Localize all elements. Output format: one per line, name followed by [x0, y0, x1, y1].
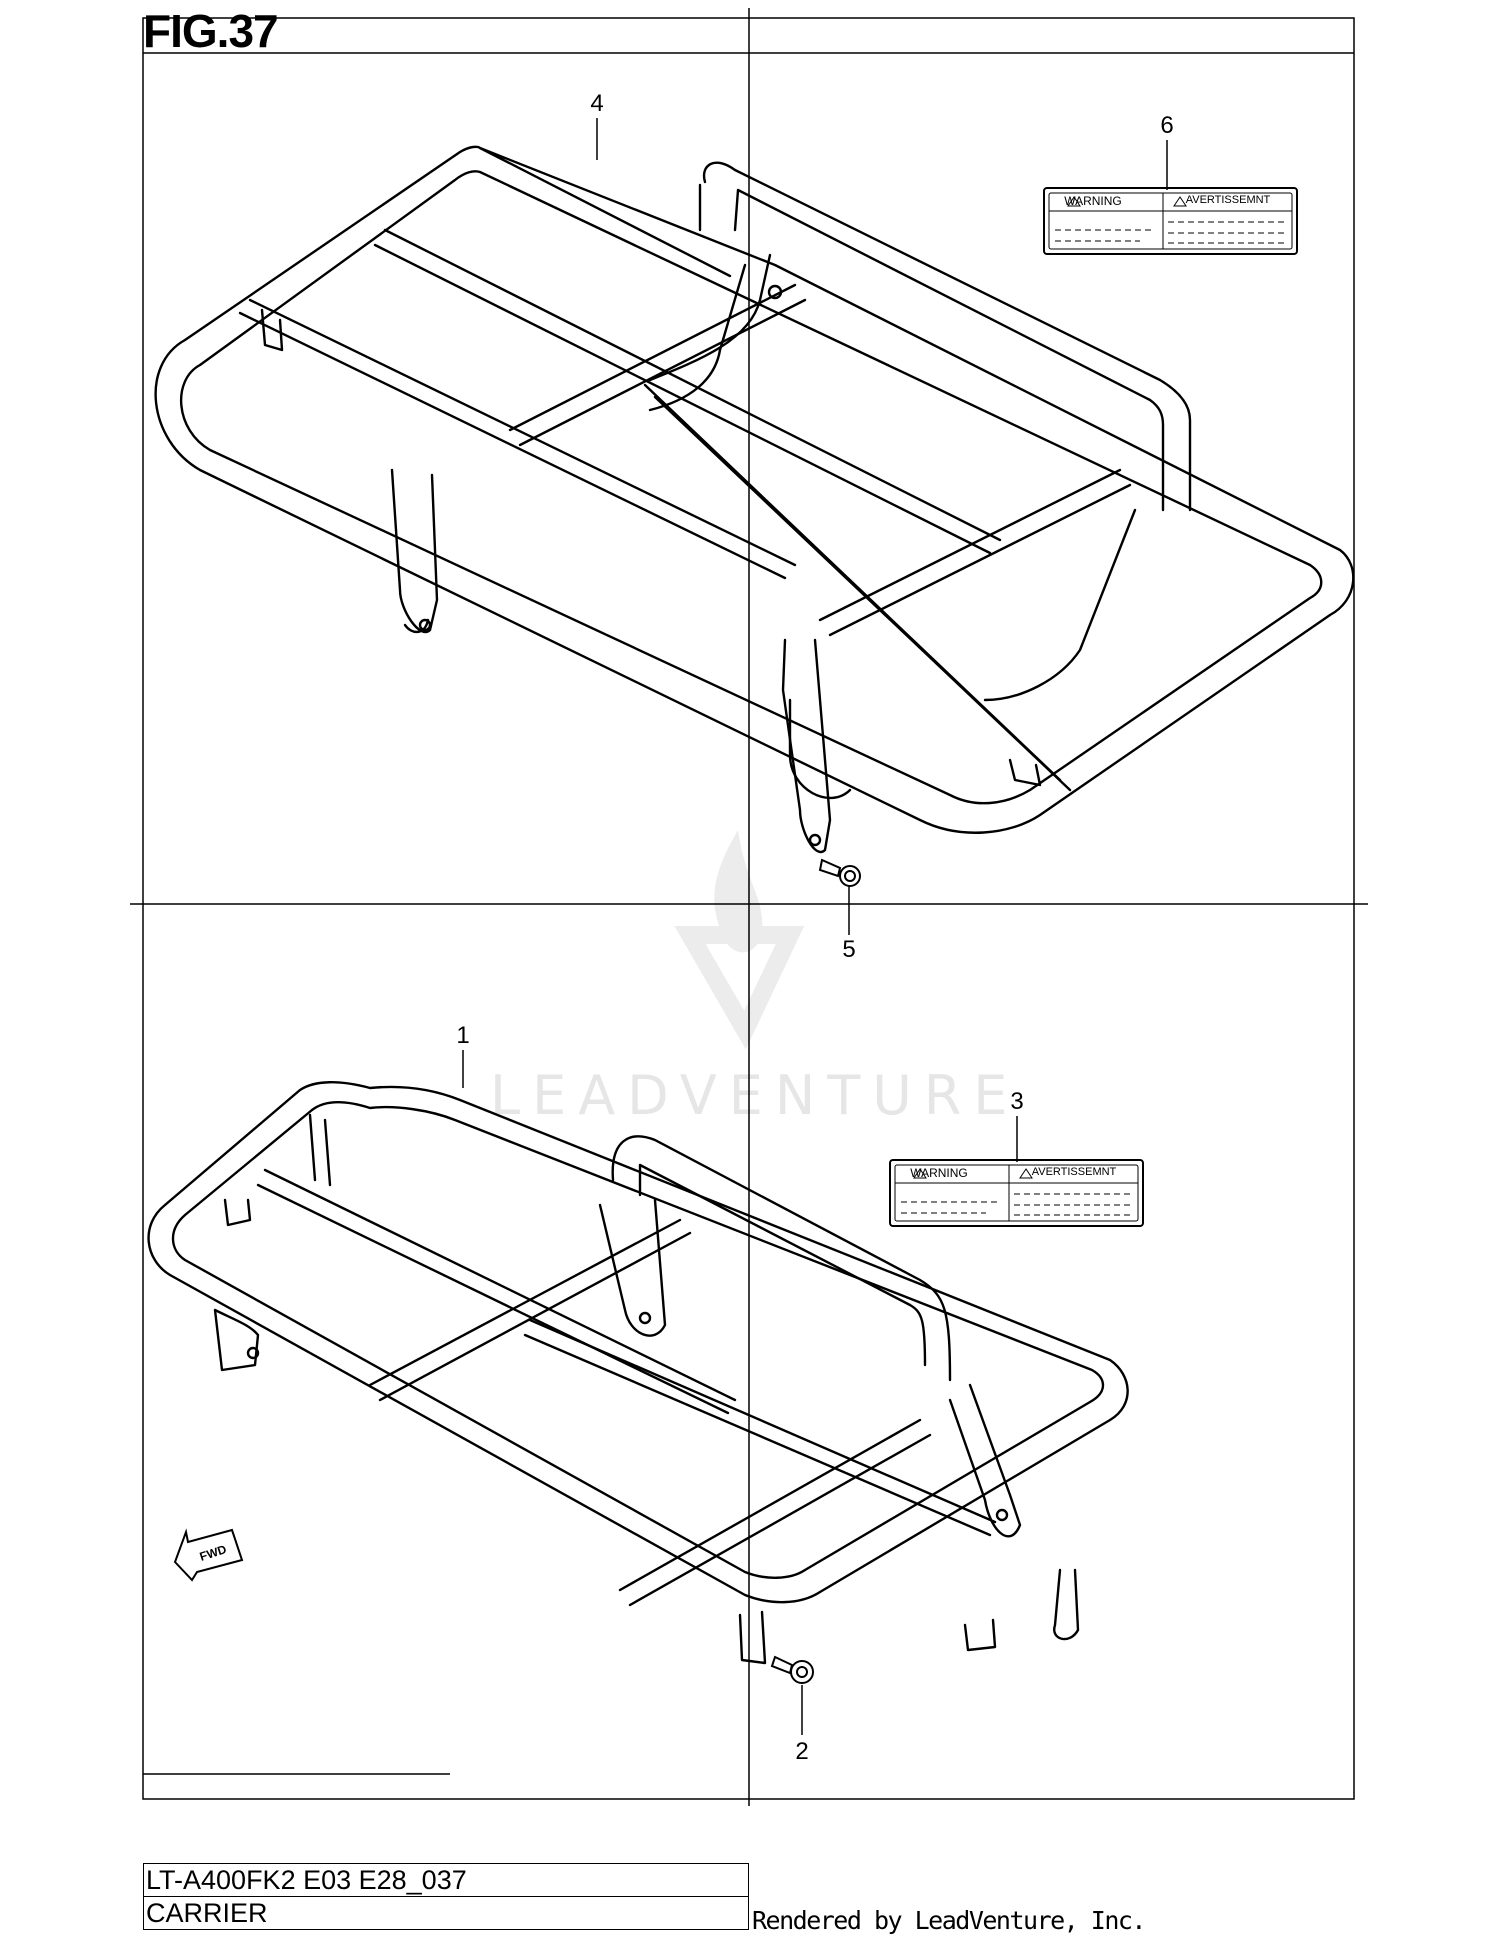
- bolt-2: [770, 1655, 814, 1684]
- warning-label-3-left-text: WARNING: [910, 1166, 968, 1180]
- rendered-by-footer: Rendered by LeadVenture, Inc.: [752, 1906, 1147, 1935]
- warning-label-6: [1043, 187, 1298, 255]
- warning-label-6-right-text: AVERTISSEMNT: [1185, 194, 1271, 206]
- callout-6[interactable]: 6: [1160, 112, 1174, 139]
- callout-1[interactable]: 1: [456, 1022, 470, 1049]
- callout-4[interactable]: 4: [590, 90, 604, 117]
- callout-5[interactable]: 5: [842, 936, 856, 963]
- callout-2[interactable]: 2: [795, 1738, 809, 1765]
- warning-label-6-left-text: WARNING: [1064, 194, 1122, 208]
- fwd-arrow-icon: [173, 1528, 244, 1582]
- bolt-5: [818, 858, 861, 887]
- upper-carrier: [154, 145, 1355, 854]
- figure-title: FIG.37: [143, 5, 279, 57]
- title-block-model: LT-A400FK2 E03 E28_037: [143, 1863, 749, 1897]
- lower-carrier: [147, 1081, 1129, 1665]
- leader-lines: [462, 118, 1168, 1735]
- watermark-logo: [674, 830, 805, 1050]
- title-block-section: CARRIER: [143, 1896, 749, 1930]
- callout-3[interactable]: 3: [1010, 1088, 1024, 1115]
- warning-label-3-right-text: AVERTISSEMNT: [1031, 1166, 1117, 1178]
